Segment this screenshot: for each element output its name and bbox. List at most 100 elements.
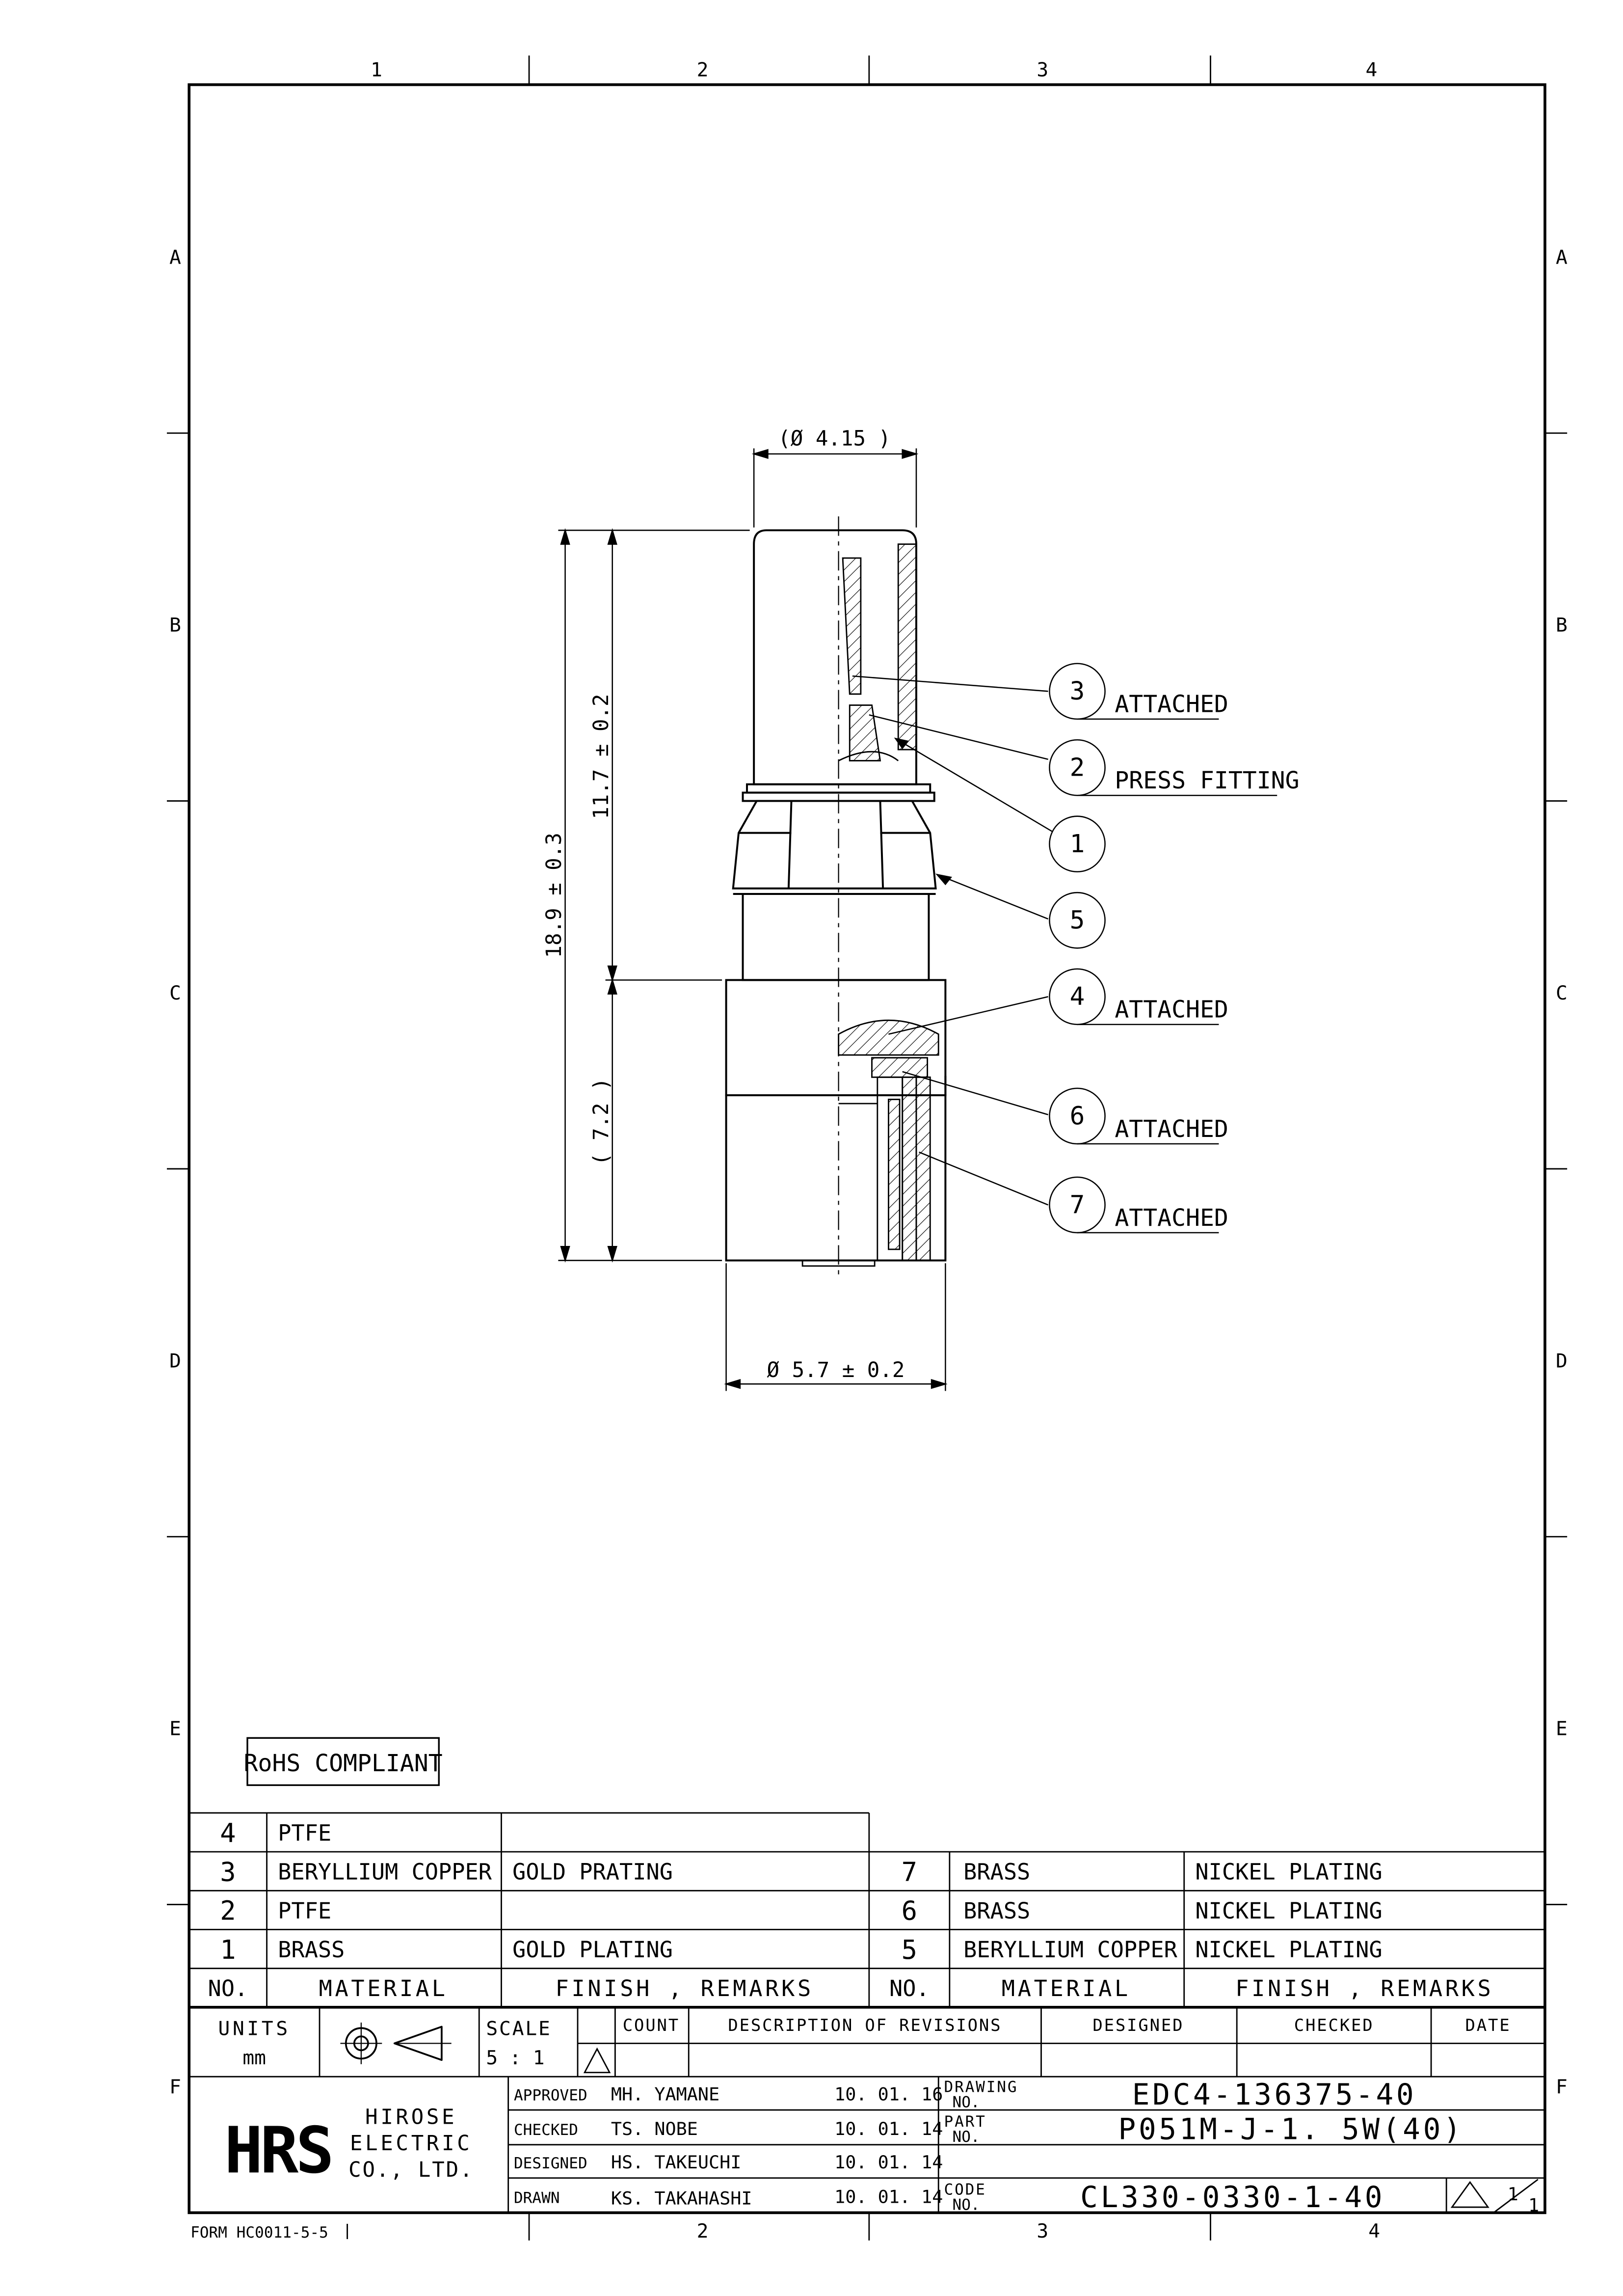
approval-name: TS. NOBE [611, 2118, 698, 2139]
logo-text: HRS [224, 2113, 331, 2188]
callout-label: ATTACHED [1115, 1115, 1228, 1143]
part-material: BERYLLIUM COPPER [278, 1859, 492, 1885]
part-no: 6 [902, 1895, 917, 1926]
drawing-no-label: DRAWING [944, 2078, 1018, 2096]
title-block-text: UNITS mm SCALE 5 : 1 COUNT DESCRIPTION O… [218, 2016, 1539, 2216]
callouts [852, 663, 1277, 1234]
scale-label: SCALE [486, 2017, 551, 2040]
rev-count-label: COUNT [623, 2016, 680, 2035]
sheet-number: 1 [1508, 2184, 1518, 2205]
part-material: BERYLLIUM COPPER [963, 1937, 1178, 1963]
row-label: B [169, 614, 181, 637]
column-label: 2 [697, 59, 709, 81]
row-label: E [169, 1718, 181, 1740]
drawing-no: EDC4-136375-40 [1132, 2078, 1417, 2112]
row-label: D [169, 1350, 181, 1372]
header-material: MATERIAL [319, 1975, 448, 2001]
drawing-no-label: NO. [953, 2093, 980, 2111]
mid-body [742, 893, 930, 981]
part-finish: GOLD PRATING [512, 1859, 673, 1885]
column-label: 2 [697, 2220, 709, 2242]
part-finish: NICKEL PLATING [1195, 1898, 1382, 1924]
header-material: MATERIAL [1002, 1975, 1131, 2001]
callout-number: 2 [1070, 754, 1085, 783]
company-name-line: HIROSE [365, 2105, 457, 2129]
column-label: 4 [1368, 2220, 1380, 2242]
header-no: NO. [889, 1975, 930, 2001]
callout-label: PRESS FITTING [1115, 767, 1299, 794]
sheet-total: 1 [1528, 2195, 1539, 2216]
dim-upper: 11.7 ± 0.2 [589, 694, 613, 819]
dim-top: (Ø 4.15 ) [778, 427, 891, 451]
part-no-label: PART [944, 2113, 986, 2131]
approval-name: MH. YAMANE [611, 2083, 719, 2105]
column-label: 3 [1037, 2220, 1048, 2242]
callout-circle [1049, 891, 1106, 949]
callout-number: 7 [1070, 1190, 1085, 1219]
code-no-value: CL330-0330-1-40 [1080, 2181, 1385, 2215]
company-logo: HRS [224, 2113, 334, 2188]
part-finish: GOLD PLATING [512, 1937, 673, 1963]
callout-number: 1 [1070, 830, 1085, 859]
callout-label: ATTACHED [1115, 1204, 1228, 1232]
approval-label: APPROVED [514, 2086, 587, 2104]
code-no-label: CODE [944, 2181, 986, 2199]
part-no-value: P051M-J-1. 5W(40) [1118, 2112, 1464, 2146]
row-label: D [1556, 1350, 1568, 1372]
revision-triangle-icon [583, 2047, 611, 2074]
rohs-badge: RoHS COMPLIANT [244, 1737, 443, 1786]
approval-date: 10. 01. 14 [834, 2118, 943, 2139]
dim-bottom: Ø 5.7 ± 0.2 [767, 1358, 905, 1382]
callout-label: ATTACHED [1115, 691, 1228, 718]
callout-number: 3 [1070, 677, 1085, 706]
parts-table-text: 4 PTFE 3 BERYLLIUM COPPER GOLD PRATING 2… [208, 1817, 1491, 2001]
row-label: F [1556, 2076, 1568, 2098]
approval-name: HS. TAKEUCHI [611, 2152, 742, 2173]
row-label: A [1556, 246, 1568, 269]
projection-symbol-icon [340, 2022, 452, 2064]
dim-overall: 18.9 ± 0.3 [542, 833, 566, 958]
revision-triangle-icon [1450, 2181, 1490, 2208]
callout-circle [1049, 815, 1106, 873]
form-number: FORM HC0011-5-5 [190, 2224, 328, 2242]
sheet-border [167, 55, 1568, 2241]
part-finish: NICKEL PLATING [1195, 1937, 1382, 1963]
hex-nut [732, 800, 937, 890]
rev-checked-label: CHECKED [1294, 2016, 1374, 2035]
row-label: F [169, 2076, 181, 2098]
callout-label: ATTACHED [1115, 996, 1228, 1024]
row-label: A [169, 246, 181, 269]
part-no: 1 [220, 1934, 236, 1965]
connector-drawing [725, 516, 947, 1274]
title-block-lines [189, 2007, 1545, 2213]
units-value: mm [242, 2047, 266, 2069]
part-no: 7 [902, 1857, 917, 1888]
callout-texts: 3 2 1 5 4 6 7 ATTACHED PRESS FITTING ATT… [1070, 677, 1300, 1232]
rev-designed-label: DESIGNED [1092, 2016, 1184, 2035]
company-name-line: ELECTRIC [350, 2132, 473, 2156]
approval-date: 10. 01. 14 [834, 2152, 943, 2173]
row-label: C [1556, 982, 1568, 1004]
column-label: 3 [1037, 59, 1048, 81]
part-material: BRASS [278, 1937, 345, 1963]
rohs-text: RoHS COMPLIANT [244, 1750, 443, 1777]
column-label: 1 [371, 59, 382, 81]
part-material: BRASS [963, 1898, 1030, 1924]
approval-label: CHECKED [514, 2121, 578, 2139]
part-no-label: NO. [953, 2128, 980, 2146]
dimension-texts: (Ø 4.15 ) 18.9 ± 0.3 11.7 ± 0.2 ( 7.2 ) … [542, 427, 905, 1382]
code-no-label: NO. [953, 2196, 980, 2214]
dimensions [558, 448, 948, 1391]
approval-date: 10. 01. 14 [834, 2187, 943, 2208]
dim-lower: ( 7.2 ) [589, 1078, 613, 1165]
scale-value: 5 : 1 [486, 2047, 544, 2069]
part-material: PTFE [278, 1820, 331, 1846]
part-no: 4 [220, 1817, 236, 1848]
approval-date: 10. 01. 16 [834, 2083, 943, 2105]
top-body [753, 529, 839, 785]
column-label: 4 [1366, 59, 1378, 81]
row-label: E [1556, 1718, 1568, 1740]
rev-desc-label: DESCRIPTION OF REVISIONS [728, 2016, 1002, 2035]
part-no: 5 [902, 1934, 917, 1965]
